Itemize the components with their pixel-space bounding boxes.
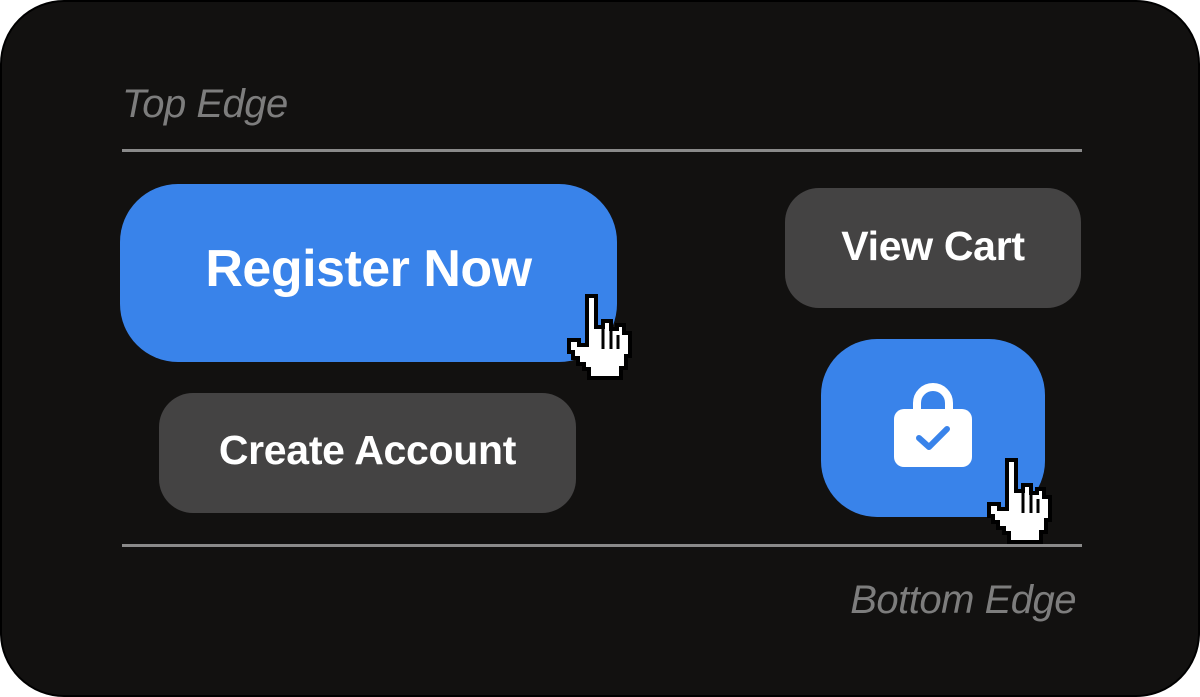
bag-button[interactable]	[821, 339, 1045, 517]
bottom-edge-label: Bottom Edge	[850, 578, 1076, 622]
bottom-edge-line	[122, 544, 1082, 547]
top-edge-line	[122, 149, 1082, 152]
register-now-button[interactable]: Register Now	[120, 184, 617, 362]
view-cart-button[interactable]: View Cart	[785, 188, 1081, 308]
shopping-bag-check-icon	[892, 383, 974, 471]
top-edge-label: Top Edge	[122, 82, 288, 126]
create-account-button[interactable]: Create Account	[159, 393, 576, 513]
